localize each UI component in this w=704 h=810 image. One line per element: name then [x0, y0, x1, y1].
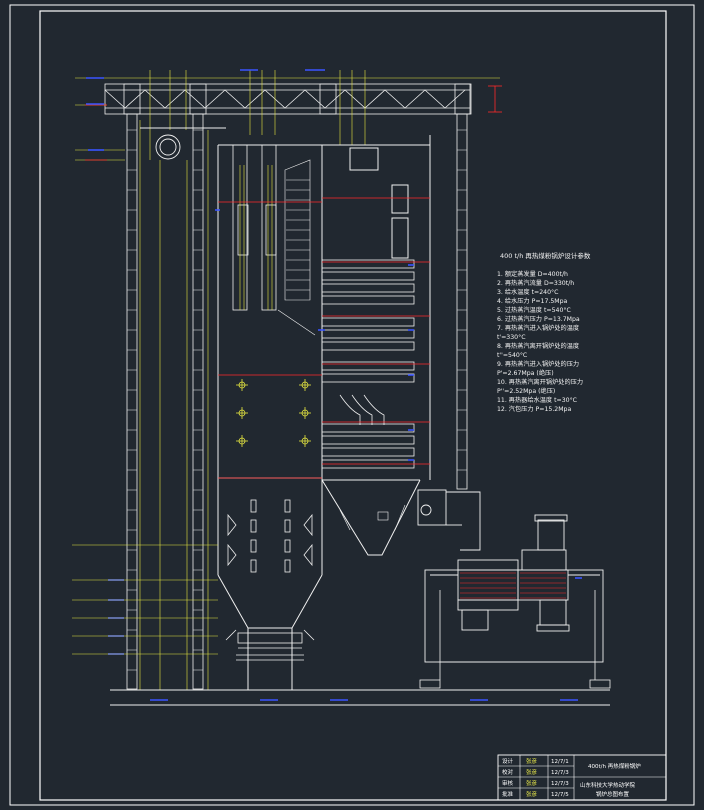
tb-role-1: 设计: [502, 757, 514, 765]
ground-line: [110, 689, 610, 706]
tb-role-3: 审核: [502, 779, 514, 787]
spec-line-10: t''=540°C: [497, 351, 527, 359]
burner-ports: [236, 379, 311, 447]
spec-line-7: 7. 再热蒸汽进入锅炉处的温度: [497, 324, 579, 332]
tb-date-1: 12/7/1: [551, 759, 569, 765]
design-parameters-list: 1. 额定蒸发量 D=400t/h 2. 再热蒸汽流量 D=330t/h 3. …: [497, 270, 583, 413]
tb-drawing-name: 锅炉总图布置: [596, 790, 630, 798]
tb-date-3: 12/7/3: [551, 781, 569, 787]
spec-line-2: 2. 再热蒸汽流量 D=330t/h: [497, 279, 574, 287]
downcomer-pipes: [75, 70, 500, 690]
spec-line-14: P''=2.52Mpa (绝压): [497, 387, 555, 395]
tb-date-4: 12/7/5: [551, 792, 569, 798]
outer-frame: [9, 4, 695, 806]
pendant-superheater: [277, 159, 316, 336]
tb-name-2: 张彦: [526, 768, 538, 776]
tb-date-2: 12/7/3: [551, 770, 569, 776]
spec-line-9: 8. 再热蒸汽离开锅炉处的温度: [497, 342, 579, 350]
tb-name-4: 张彦: [526, 790, 538, 798]
slag-hopper: [225, 629, 315, 661]
spec-line-15: 11. 再热器给水温度 t=30°C: [497, 396, 577, 404]
furnace-walls: [217, 144, 323, 690]
preheater-support-frame: [419, 590, 611, 689]
spec-line-4: 4. 给水压力 P=17.5Mpa: [497, 297, 568, 305]
spec-line-5: 5. 过热蒸汽温度 t=540°C: [497, 306, 571, 314]
tb-role-4: 批准: [502, 790, 514, 798]
platen-yellow-tubes: [239, 165, 273, 310]
spec-line-13: 10. 再热蒸汽离开锅炉处的压力: [497, 378, 583, 386]
rotary-air-preheaters: [424, 514, 604, 663]
left-elevation-leaders: [72, 544, 218, 655]
convection-pass: [321, 135, 431, 556]
spec-line-1: 1. 额定蒸发量 D=400t/h: [497, 270, 568, 278]
steam-drum: [140, 127, 226, 160]
tb-drawing-title: 400t/h 再热煤粉锅炉: [588, 762, 641, 770]
inner-frame: [39, 10, 667, 801]
economizer-ash-hopper: [339, 504, 406, 531]
spec-line-3: 3. 给水温度 t=240°C: [497, 288, 558, 296]
tb-school: 山东科技大学热动学院: [580, 781, 636, 789]
spec-line-12: P'=2.67Mpa (绝压): [497, 369, 554, 377]
red-elevation-marks: [85, 85, 502, 479]
tb-name-3: 张彦: [526, 779, 538, 787]
spec-line-8: t'=330°C: [497, 333, 526, 341]
spec-line-6: 6. 过热蒸汽压力 P=13.7Mpa: [497, 315, 580, 323]
steel-columns: [126, 113, 468, 690]
air-preheater-elements: [460, 572, 566, 599]
column-ladder-ticks: [127, 129, 467, 671]
tb-name-1: 张彦: [526, 757, 538, 765]
design-parameters-title: 400 t/h 再热煤粉锅炉设计参数: [500, 251, 591, 260]
spec-line-16: 12. 汽包压力 P=15.2Mpa: [497, 405, 571, 413]
title-block: 设计 张彦 12/7/1 校对 张彦 12/7/3 审核 张彦 12/7/3 批…: [497, 754, 667, 801]
platen-superheaters: [232, 144, 277, 311]
spec-line-11: 9. 再热蒸汽进入锅炉处的压力: [497, 360, 579, 368]
tb-role-2: 校对: [502, 768, 514, 776]
lower-furnace-openings: [227, 499, 313, 573]
flue-gas-duct: [417, 489, 481, 551]
top-steel-truss: [104, 83, 472, 115]
